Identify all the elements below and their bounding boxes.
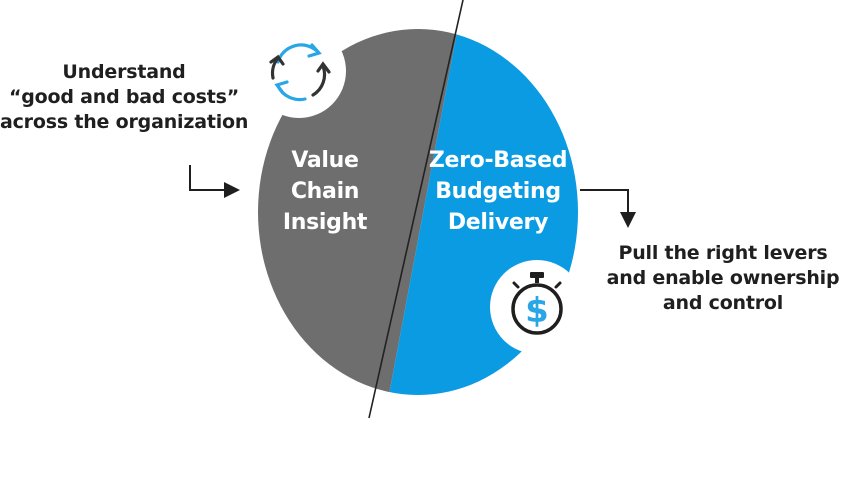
zbb-line-2: Budgeting [435, 179, 561, 204]
value-chain-line-2: Chain [290, 179, 360, 204]
value-chain-line-1: Value [291, 148, 359, 173]
left-connector-arrow [189, 165, 240, 198]
left-note: Understand “good and bad costs” across t… [0, 60, 248, 135]
right-connector-arrow [580, 189, 636, 228]
right-note-line-1: Pull the right levers [618, 242, 828, 264]
zero-based-budgeting-label: Zero-Based Budgeting Delivery [418, 145, 578, 238]
left-note-line-2: “good and bad costs” [8, 86, 240, 108]
value-chain-half [258, 29, 463, 395]
right-note: Pull the right levers and enable ownersh… [598, 241, 848, 316]
value-chain-label: Value Chain Insight [262, 145, 388, 238]
value-chain-line-3: Insight [282, 210, 368, 235]
zbb-line-1: Zero-Based [428, 148, 568, 173]
right-note-line-3: and control [662, 292, 784, 314]
stopwatch-dollar-icon: $ [511, 272, 563, 335]
cycle-badge [252, 24, 346, 118]
dollar-symbol: $ [525, 291, 549, 331]
right-note-line-2: and enable ownership [606, 267, 840, 289]
cycle-arrows-icon [269, 43, 331, 102]
zbb-line-3: Delivery [447, 210, 549, 235]
left-note-line-1: Understand [62, 61, 186, 83]
divider-line [368, 0, 464, 419]
left-note-line-3: across the organization [0, 111, 249, 133]
